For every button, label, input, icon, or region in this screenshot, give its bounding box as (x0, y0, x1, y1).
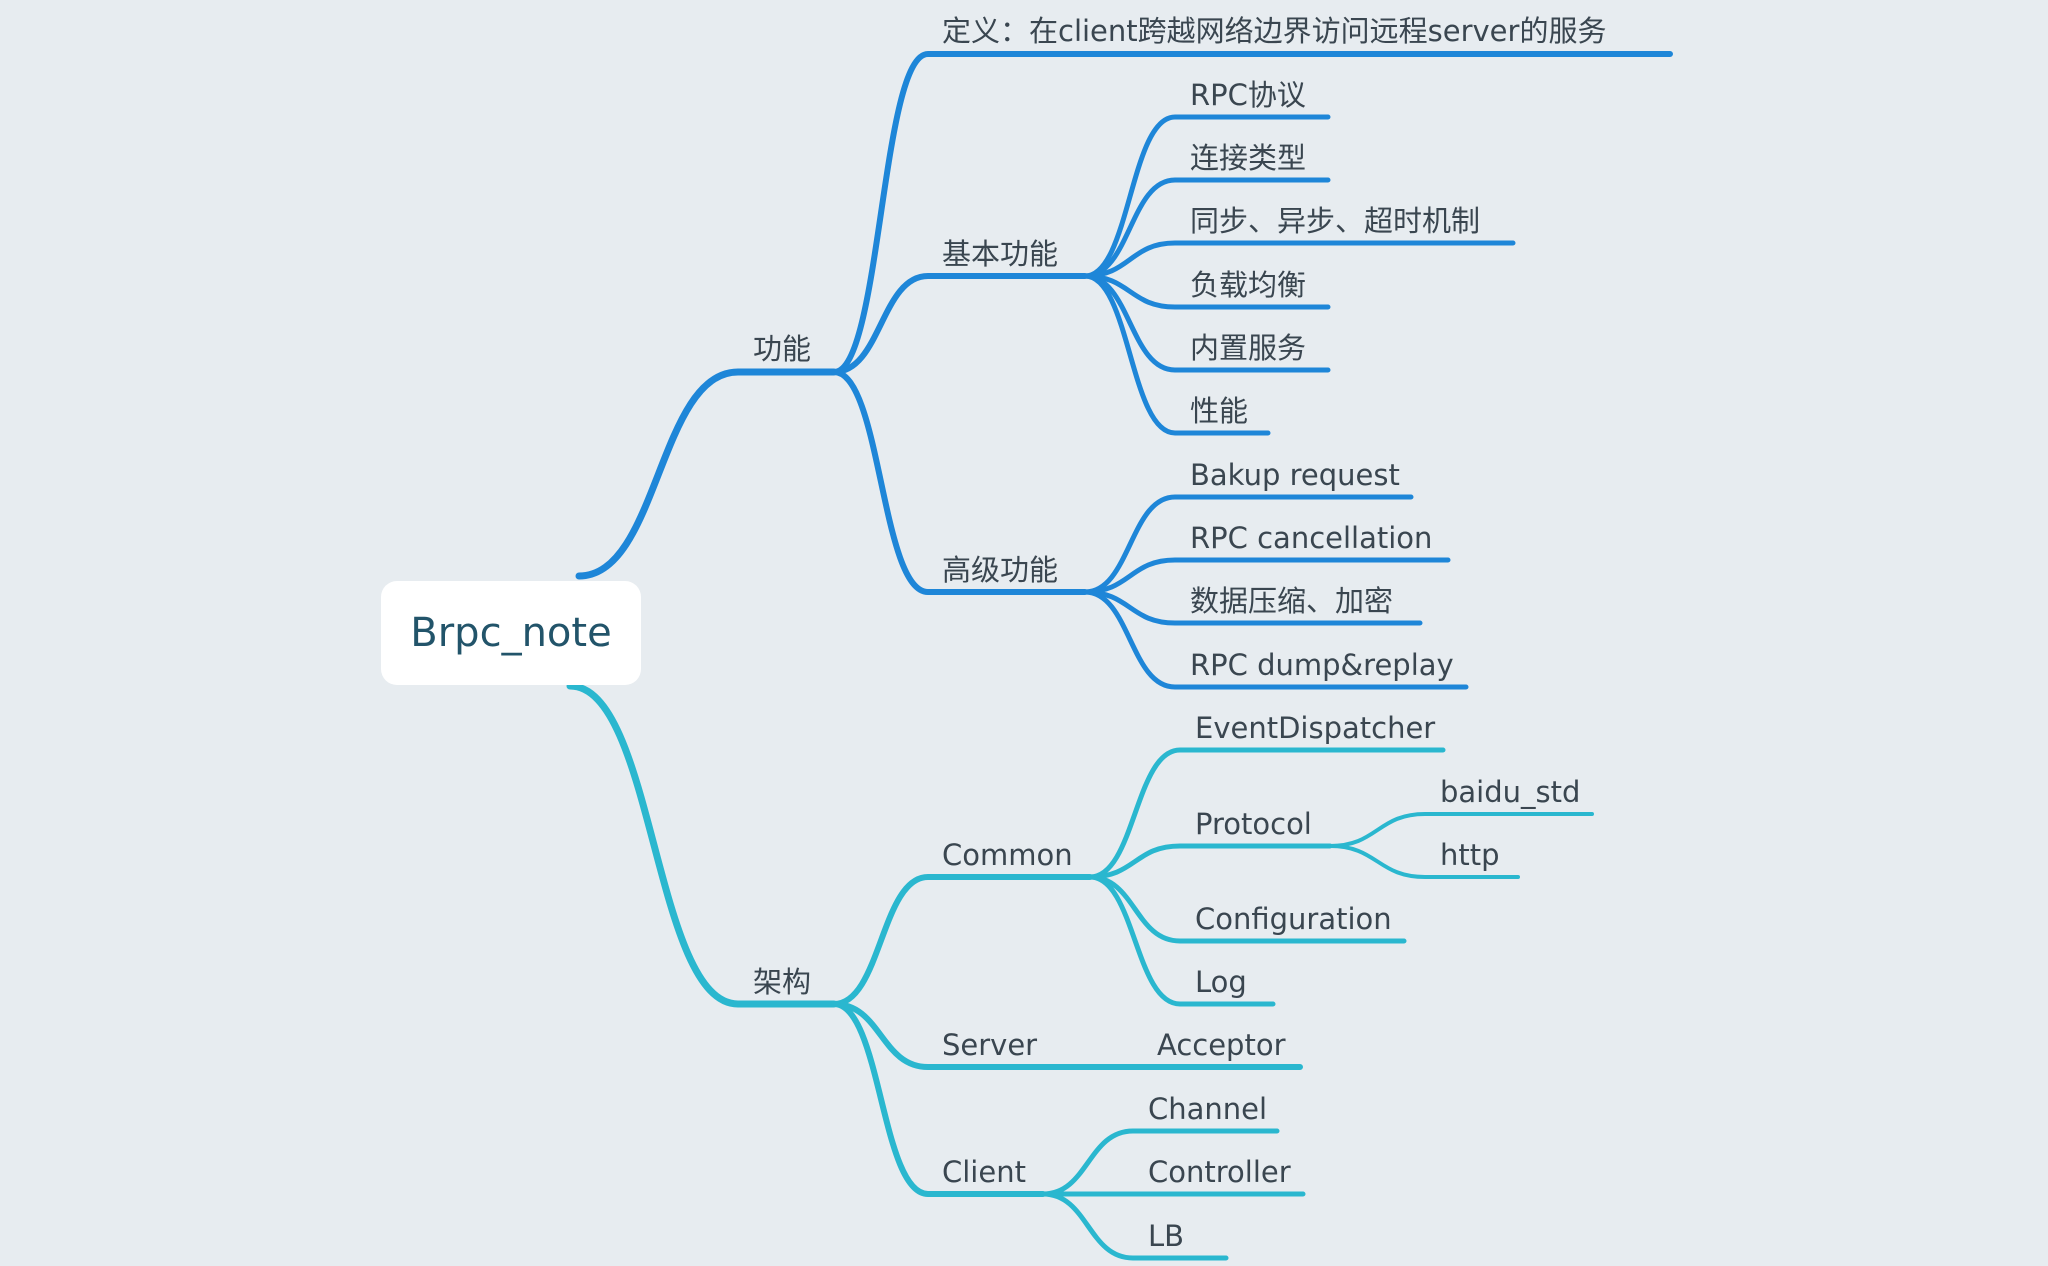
node-basic-rpc[interactable]: RPC协议 (1190, 78, 1306, 112)
edge-adv-cancel (1082, 557, 1451, 595)
node-feature[interactable]: 功能 (753, 332, 812, 366)
edge-event (1087, 747, 1446, 880)
edge-basic (831, 273, 1088, 375)
node-baidu-std[interactable]: baidu_std (1440, 775, 1581, 809)
node-arch[interactable]: 架构 (753, 965, 812, 999)
node-advanced[interactable]: 高级功能 (942, 553, 1059, 587)
node-adv-cancel[interactable]: RPC cancellation (1190, 521, 1433, 555)
edge-log (1087, 874, 1276, 1007)
edge-protocol (1087, 843, 1333, 880)
edge-basic-sync (1082, 240, 1516, 279)
edge-adv-backup (1082, 494, 1414, 595)
node-http[interactable]: http (1440, 838, 1500, 872)
node-basic-perf[interactable]: 性能 (1190, 394, 1249, 428)
edge-common (831, 874, 1093, 1007)
edge-baidu-std (1328, 812, 1594, 848)
node-adv-compress[interactable]: 数据压缩、加密 (1190, 584, 1394, 618)
node-channel[interactable]: Channel (1148, 1092, 1268, 1126)
node-basic-sync[interactable]: 同步、异步、超时机制 (1190, 204, 1481, 238)
edge-basic-perf (1082, 273, 1271, 436)
node-definition[interactable]: 定义：在client跨越网络边界访问远程server的服务 (942, 14, 1607, 48)
node-common[interactable]: Common (942, 838, 1073, 872)
edge-basic-rpc (1082, 114, 1331, 279)
edge-client (831, 1001, 1046, 1197)
node-client[interactable]: Client (942, 1155, 1026, 1189)
node-config[interactable]: Configuration (1195, 902, 1392, 936)
node-basic-conn[interactable]: 连接类型 (1190, 141, 1307, 175)
edge-http (1328, 844, 1520, 879)
node-basic-builtin[interactable]: 内置服务 (1190, 331, 1307, 365)
edge-feature (575, 368, 838, 580)
node-server[interactable]: Server (942, 1028, 1038, 1062)
edge-advanced (831, 369, 1088, 595)
edge-adv-dump (1082, 589, 1469, 690)
node-adv-backup[interactable]: Bakup request (1190, 458, 1400, 492)
edge-definition (831, 51, 1673, 375)
node-lb[interactable]: LB (1148, 1219, 1185, 1253)
node-log[interactable]: Log (1195, 965, 1247, 999)
node-adv-dump[interactable]: RPC dump&replay (1190, 648, 1454, 682)
edge-server (831, 1001, 1303, 1070)
node-controller[interactable]: Controller (1148, 1155, 1291, 1189)
edge-arch (566, 682, 838, 1008)
edge-basic-conn (1082, 177, 1331, 279)
node-event[interactable]: EventDispatcher (1195, 711, 1436, 745)
edge-lb (1040, 1191, 1229, 1261)
node-acceptor[interactable]: Acceptor (1157, 1028, 1286, 1062)
node-basic[interactable]: 基本功能 (942, 237, 1059, 271)
root-node[interactable]: Brpc_note (381, 581, 641, 685)
edge-channel (1040, 1128, 1280, 1197)
node-basic-lb[interactable]: 负载均衡 (1190, 268, 1307, 302)
node-protocol[interactable]: Protocol (1195, 807, 1312, 841)
